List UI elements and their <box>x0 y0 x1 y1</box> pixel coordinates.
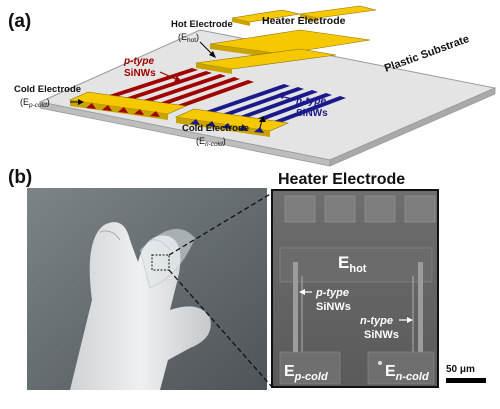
sem-p-sinws-label: SiNWs <box>316 301 351 313</box>
e-hot-label: Ehot <box>338 253 367 275</box>
hot-electrode-label: Hot Electrode <box>171 19 233 30</box>
e-ncold-label: En-cold <box>385 363 429 383</box>
cold-electrode-n-sub: (En-cold) <box>196 136 226 148</box>
sem-n-sinws-label: SiNWs <box>364 329 399 341</box>
p-sinws-label: SiNWs <box>124 68 156 79</box>
heater-electrode-sem-label: Heater Electrode <box>278 171 405 188</box>
zoom-region <box>151 254 170 271</box>
n-sinws-label: SiNWs <box>296 108 328 119</box>
panel-b-label: (b) <box>8 167 32 188</box>
p-type-label: p-type <box>123 56 154 67</box>
cold-electrode-n <box>174 108 290 137</box>
panel-a-label: (a) <box>8 11 31 32</box>
e-pcold-label: Ep-cold <box>284 363 328 383</box>
cold-electrode-p <box>68 91 188 120</box>
p-cold-contacts <box>86 103 160 117</box>
panel-a: (a) Plastic Substrate Heater Electrode H… <box>8 5 497 167</box>
zoom-line-bottom <box>168 269 273 388</box>
n-type-label: n-type <box>296 96 326 107</box>
sem-n-type-label: n-type <box>360 315 393 327</box>
sem-image <box>271 189 439 388</box>
panel-b: (b) <box>8 167 486 390</box>
substrate-label: Plastic Substrate <box>383 33 471 75</box>
scale-label: 50 μm <box>446 364 475 375</box>
cold-electrode-p-sub: (Ep-cold) <box>20 97 50 109</box>
sem-p-type-label: p-type <box>315 287 349 299</box>
scale-bar <box>446 378 486 383</box>
heater-electrode-label: Heater Electrode <box>262 15 346 27</box>
cold-electrode-p-label: Cold Electrode <box>14 84 81 95</box>
hot-electrode <box>195 48 337 74</box>
photo <box>27 188 267 390</box>
cold-electrode-n-label: Cold Electrode <box>182 123 249 134</box>
hot-electrode-sub: (Ehot) <box>178 32 199 44</box>
zoom-line-top <box>168 192 273 256</box>
n-cold-contacts <box>190 119 264 133</box>
